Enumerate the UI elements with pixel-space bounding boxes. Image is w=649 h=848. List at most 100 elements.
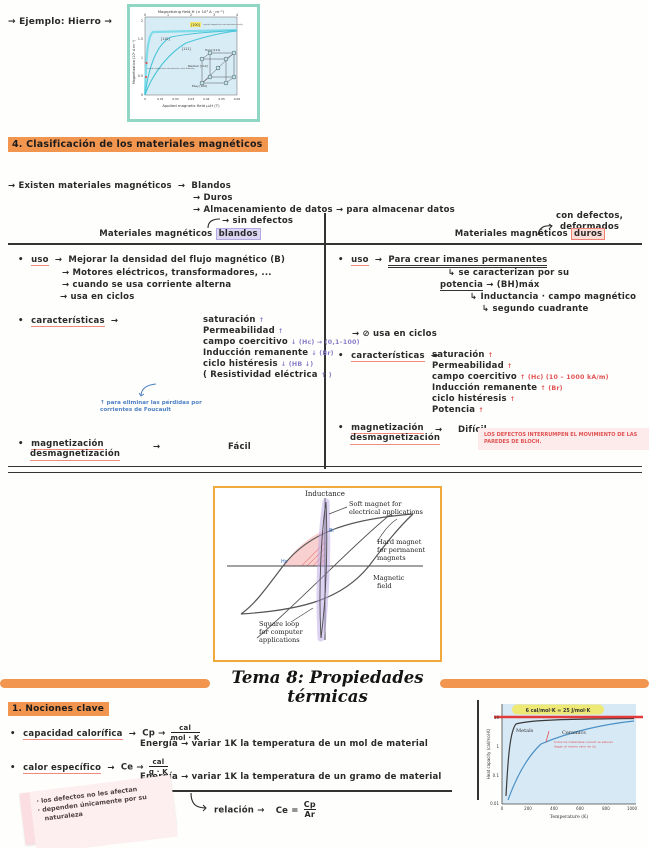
capacidad-desc: Energía → variar 1K la temperatura de un… <box>140 739 429 749</box>
iron-xlabel: Applied magnetic field μ₀H (T) <box>162 103 220 108</box>
curve-100 <box>143 28 238 96</box>
tema8-title: Tema 8: Propiedades térmicas <box>231 668 424 706</box>
heat-x-tick: 400 <box>550 806 558 811</box>
soft-car-item: ( Resistividad eléctrica ↑ ) <box>203 370 332 380</box>
heat-formula: 6 cal/mol·K ≈ 25 J/mol·K <box>526 708 591 714</box>
hard-uso-sub: potencia → (BH)máx <box>440 280 540 291</box>
yellow-highlight <box>190 22 201 27</box>
heat-capacity-chart: 6 cal/mol·K ≈ 25 J/mol·K Metals Ceramics… <box>486 704 643 820</box>
hard-header-highlight: duros <box>571 228 606 240</box>
soft-header-highlight: blandos <box>215 228 261 240</box>
iron-x-tick: 0.03 <box>188 97 195 101</box>
hc-label: Hc <box>281 559 288 565</box>
hard-header-text: Materiales magnéticos <box>454 229 572 239</box>
bullet: • <box>18 255 24 265</box>
iron-x-tick: 0 <box>144 97 146 101</box>
metals-curve <box>505 717 635 797</box>
soft-column-header: Materiales magnéticos blandos <box>55 228 305 240</box>
soft-car-item: ciclo histéresis ↓ (HB ↓) <box>203 359 314 369</box>
calor-label: calor específico <box>23 762 102 774</box>
hard-uso-sub: ↳ Inductancia · campo magnético <box>470 292 637 302</box>
arrow: → <box>435 425 443 435</box>
ceramics-curve <box>507 720 635 801</box>
iron-y-tick: 0.5 <box>138 74 143 78</box>
hard-car-item: campo coercitivo ↑ (Hc) (10 – 1000 kA/m) <box>432 372 609 382</box>
pointer-line <box>290 607 314 623</box>
heat-red-note: todos los materiales cuando se saturan <box>554 740 613 744</box>
soft-car-item: Inducción remanente ↓ (Br) <box>203 348 334 358</box>
heat-y-tick: 10 <box>494 715 500 720</box>
br-label: Br <box>329 528 335 534</box>
soft-car-list: saturación ↑ Permeabilidad ↑ campo coerc… <box>203 315 363 381</box>
magnetic-field-label: field <box>377 582 392 590</box>
medium-110-label: Medium [110] <box>188 64 208 68</box>
hard-uso-sub: ↳ segundo cuadrante <box>482 304 589 314</box>
soft-blue-note: ↑ para eliminar las pérdidas por corrien… <box>100 400 202 413</box>
relation-rule <box>152 790 452 792</box>
table-column-divider <box>324 213 326 469</box>
iron-note-left: crystal magnetizes and saturates with di… <box>147 67 195 70</box>
relacion-eq: Ce = <box>275 805 299 816</box>
soft-mag-label1: magnetización <box>31 439 104 450</box>
curve-110-label: [110] <box>161 37 170 41</box>
soft-car-item: saturación ↑ <box>203 315 265 325</box>
curved-arrow-icon <box>190 792 207 812</box>
soft-uso-label: uso <box>31 255 49 266</box>
arrow: → <box>177 181 186 191</box>
iron-top-tick: 1 <box>167 13 169 17</box>
heat-ylabel: Heat capacity (cal/mol·K) <box>486 728 491 779</box>
cp-symbol: Cp → <box>142 728 166 739</box>
soft-uso-line: → usa en ciclos <box>60 292 135 302</box>
bullet: • <box>18 316 24 326</box>
arrow: → <box>54 255 63 265</box>
iron-y-tick: 2 <box>141 19 143 23</box>
ceramics-label: Ceramics <box>562 730 586 736</box>
iron-top-tick: 4 <box>236 13 238 17</box>
pointer-line <box>328 506 348 515</box>
calor-desc: Energía → variar 1K la temperatura de un… <box>140 772 442 782</box>
soft-mag-label2: desmagnetización <box>30 449 121 461</box>
heat-y-tick: 0.1 <box>493 773 500 778</box>
iron-note-top: crystal magnetizes and saturates easily <box>203 23 244 26</box>
hard-magnet-label: magnets <box>377 554 406 562</box>
banner-bar-left <box>0 679 210 688</box>
hysteresis-figure: Br Hc Inductance Soft magnet for electri… <box>213 486 442 662</box>
table-bottom-rule <box>8 466 642 473</box>
banner-bar-right <box>440 679 649 688</box>
curve-111 <box>144 30 238 96</box>
iron-y-tick: 0 <box>141 93 143 97</box>
arrow: → <box>153 442 161 452</box>
soft-header-text: Materiales magnéticos <box>99 229 216 239</box>
hard-magnet-label: for permanent <box>377 546 426 554</box>
hard-mag-value: Difícil <box>458 425 487 435</box>
iron-x-tick: 0.06 <box>234 97 241 101</box>
hard-car-item: Permeabilidad ↑ <box>432 361 513 371</box>
bullet: • <box>10 728 16 739</box>
hard-car-list: saturación ↑ Permeabilidad ↑ campo coerc… <box>432 350 642 416</box>
soft-mag-row: • magnetización <box>18 438 104 450</box>
iron-top-tick: 0 <box>144 13 146 17</box>
hard-111-label: Hard [111] <box>205 48 220 52</box>
hard-column-header: Materiales magnéticos duros <box>415 228 645 240</box>
heat-x-tick: 200 <box>524 806 532 811</box>
hard-magnet-label: Hard magnet <box>377 538 422 546</box>
heat-y-tick: 0.01 <box>490 801 499 806</box>
iron-x-tick: 0.02 <box>172 97 179 101</box>
nociones-clave-title: 1. Nociones clave <box>8 702 109 716</box>
curved-arrow-icon <box>138 383 157 397</box>
capacidad-label: capacidad calorífica <box>23 728 123 740</box>
heat-y-tick: 1 <box>496 744 499 749</box>
example-iron-label: → Ejemplo: Hierro → <box>8 17 113 27</box>
inductance-label: Inductance <box>305 490 345 498</box>
hard-loop-lower <box>240 513 414 615</box>
iron-x-tick: 0.01 <box>157 97 164 101</box>
hard-mag-label1: magnetización <box>351 423 424 434</box>
iron-x-tick: 0.04 <box>203 97 210 101</box>
iron-top-tick: 2 <box>190 13 192 17</box>
metals-label: Metals <box>516 728 534 734</box>
pointer-line <box>376 518 398 543</box>
easy-100-label: Easy [100] <box>192 84 207 88</box>
tree-intro: → Existen materiales magnéticos <box>8 181 172 191</box>
heat-red-note: llegan al mismo valor de Cp <box>554 745 596 749</box>
